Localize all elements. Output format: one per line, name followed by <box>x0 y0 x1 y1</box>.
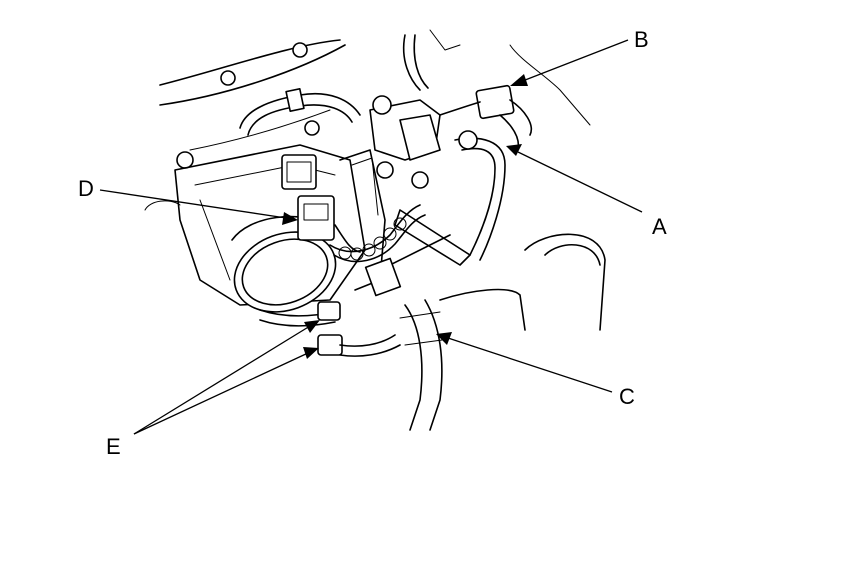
hose-a <box>454 130 506 261</box>
leader-a <box>506 144 643 213</box>
leader-c <box>436 332 613 393</box>
hose-c <box>399 299 443 431</box>
wire-harness <box>329 204 426 263</box>
throttle-body <box>231 215 337 313</box>
leader-e <box>133 320 320 435</box>
leader-d <box>99 189 298 225</box>
connector-b <box>439 84 532 151</box>
upper-hose <box>239 87 361 136</box>
callout-c: C <box>619 384 635 409</box>
clamps-e <box>259 301 401 357</box>
callout-b: B <box>634 27 649 52</box>
callout-d: D <box>78 176 94 201</box>
callout-a: A <box>652 214 667 239</box>
leader-b <box>510 39 629 86</box>
connector-d <box>297 195 361 253</box>
engine-housing <box>144 39 346 211</box>
right-drum <box>439 44 606 331</box>
upper-connector <box>281 154 317 190</box>
callout-e: E <box>106 434 121 459</box>
bracket-strap <box>364 209 471 297</box>
valve-cluster <box>369 29 461 189</box>
